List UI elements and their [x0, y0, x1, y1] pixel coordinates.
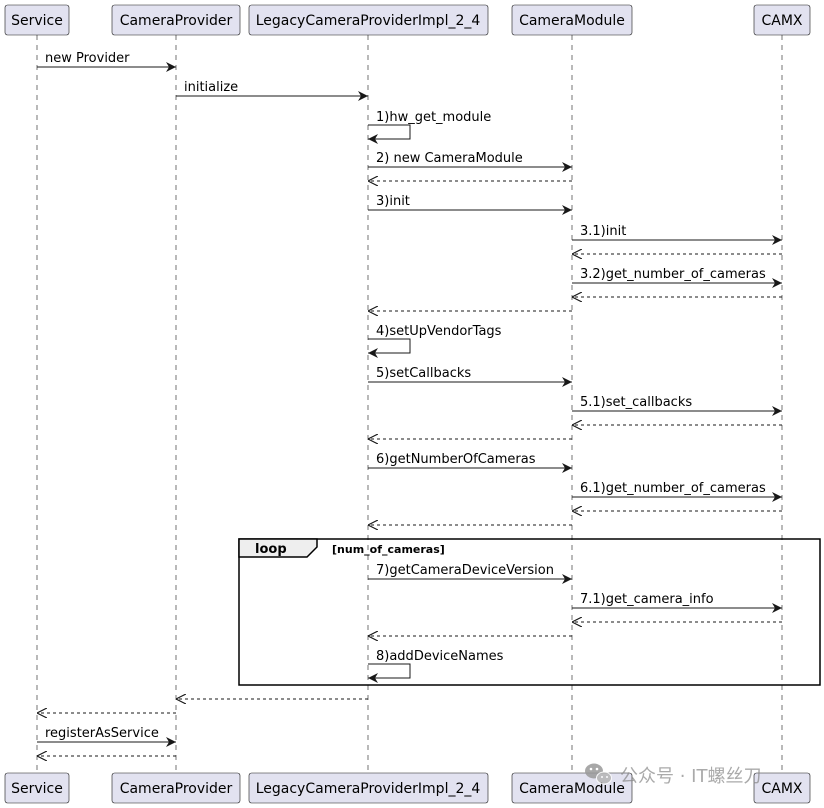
participant-camx-top: CAMX — [753, 4, 811, 36]
message: 5.1)set_callbacks — [572, 395, 782, 416]
message: 2) new CameraModule — [368, 151, 572, 172]
participant-box — [753, 772, 811, 804]
participant-label: LegacyCameraProviderImpl_2_4 — [256, 781, 481, 797]
frames: loop [num_of_cameras] — [238, 538, 821, 686]
participant-box — [111, 772, 241, 804]
message: 7)getCameraDeviceVersion — [368, 563, 572, 584]
participant-service-bottom: Service — [4, 772, 70, 804]
message-label: 5)setCallbacks — [376, 366, 471, 381]
message-label: 3.1)init — [580, 224, 626, 239]
message: 4)setUpVendorTags — [368, 324, 502, 358]
message: 6.1)get_number_of_cameras — [572, 481, 782, 502]
watermark: 公众号 · IT螺丝刀 — [585, 763, 761, 787]
message: 3)init — [368, 194, 572, 215]
message-label: 3)init — [376, 194, 410, 209]
message: initialize — [176, 80, 368, 101]
participant-module-bottom: CameraModule — [511, 772, 633, 804]
message-label: 4)setUpVendorTags — [376, 324, 502, 339]
loop-frame: loop [num_of_cameras] — [238, 538, 821, 686]
messages: new Provider initialize 1)hw_get_module 2) … — [37, 51, 782, 756]
participant-label: CameraProvider — [120, 781, 233, 797]
participant-provider-top: CameraProvider — [111, 4, 241, 36]
participant-label: CameraModule — [519, 13, 625, 29]
participant-module-top: CameraModule — [511, 4, 633, 36]
loop-frame-tab — [238, 538, 318, 558]
participant-label: LegacyCameraProviderImpl_2_4 — [256, 13, 481, 29]
participant-box — [4, 772, 70, 804]
message: 5)setCallbacks — [368, 366, 572, 387]
participant-provider-bottom: CameraProvider — [111, 772, 241, 804]
participant-box — [753, 4, 811, 36]
loop-title: loop — [255, 542, 287, 557]
message-label: registerAsService — [45, 726, 159, 741]
lifelines — [36, 35, 783, 773]
participant-legacy-top: LegacyCameraProviderImpl_2_4 — [248, 4, 489, 36]
message: registerAsService — [37, 726, 176, 747]
message-label: 8)addDeviceNames — [376, 649, 504, 664]
message-label: 7)getCameraDeviceVersion — [376, 563, 554, 578]
message: 3.2)get_number_of_cameras — [572, 267, 782, 288]
message-label: 5.1)set_callbacks — [580, 395, 692, 410]
message: 3.1)init — [572, 224, 782, 245]
message: 8)addDeviceNames — [368, 649, 504, 683]
message: new Provider — [37, 51, 176, 72]
loop-frame-border — [238, 538, 821, 686]
participant-label: Service — [11, 13, 63, 29]
participant-box — [4, 4, 70, 36]
message-label: 2) new CameraModule — [376, 151, 523, 166]
message-label: initialize — [184, 80, 238, 95]
self-message-arrow — [368, 663, 411, 683]
participant-label: CAMX — [761, 13, 802, 29]
message-label: 6.1)get_number_of_cameras — [580, 481, 766, 496]
participants: ServiceServiceCameraProviderCameraProvid… — [4, 4, 811, 804]
message: 7.1)get_camera_info — [572, 592, 782, 613]
participant-box — [511, 4, 633, 36]
message-label: 1)hw_get_module — [376, 110, 491, 125]
participant-box — [248, 772, 489, 804]
self-message-arrow — [368, 338, 411, 358]
message-label: 3.2)get_number_of_cameras — [580, 267, 766, 282]
participant-box — [111, 4, 241, 36]
loop-condition: [num_of_cameras] — [332, 543, 445, 556]
participant-label: CameraModule — [519, 781, 625, 797]
wechat-icon — [585, 763, 612, 785]
participant-box — [248, 4, 489, 36]
message-label: 6)getNumberOfCameras — [376, 452, 536, 467]
participant-label: Service — [11, 781, 63, 797]
participant-camx-bottom: CAMX — [753, 772, 811, 804]
participant-label: CAMX — [761, 781, 802, 797]
message: 1)hw_get_module — [368, 110, 491, 144]
participant-label: CameraProvider — [120, 13, 233, 29]
message: 6)getNumberOfCameras — [368, 452, 572, 473]
message-label: 7.1)get_camera_info — [580, 592, 714, 607]
watermark-text: 公众号 · IT螺丝刀 — [620, 766, 761, 787]
participant-service-top: Service — [4, 4, 70, 36]
self-message-arrow — [368, 124, 411, 144]
message-label: new Provider — [45, 51, 130, 66]
participant-legacy-bottom: LegacyCameraProviderImpl_2_4 — [248, 772, 489, 804]
